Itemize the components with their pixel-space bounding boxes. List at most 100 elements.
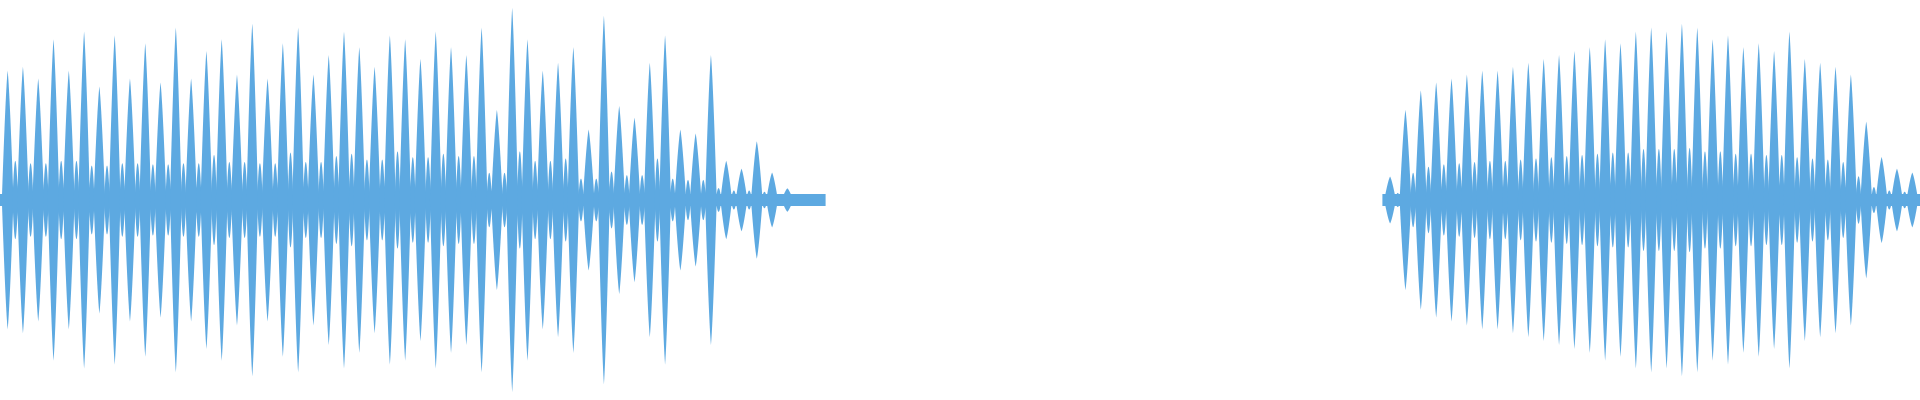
waveform-subpeak: [1702, 151, 1708, 249]
waveform-peak: [154, 82, 167, 318]
waveform-subpeak: [241, 162, 248, 238]
waveform-subpeak: [303, 162, 309, 238]
waveform-subpeak: [410, 157, 416, 243]
waveform-subpeak: [425, 157, 431, 243]
waveform-subpeak: [58, 160, 64, 240]
waveform-peak: [1860, 121, 1873, 279]
waveform-peak: [781, 188, 794, 212]
waveform-subpeak: [639, 175, 645, 225]
waveform-peak: [1399, 109, 1412, 291]
waveform-subpeak: [1394, 192, 1401, 208]
waveform-subpeak: [1563, 156, 1570, 244]
waveform-subpeak: [1748, 153, 1754, 247]
waveform-subpeak: [180, 163, 187, 237]
waveform-peak: [674, 129, 687, 271]
waveform-subpeak: [364, 159, 370, 241]
waveform-subpeak: [348, 153, 355, 247]
waveform-subpeak: [517, 151, 523, 249]
waveform-subpeak: [669, 178, 676, 222]
waveform-subpeak: [1640, 149, 1647, 251]
waveform-subpeak: [104, 165, 110, 235]
waveform-subpeak: [486, 172, 492, 228]
waveform-subpeak: [608, 171, 615, 229]
waveform-subpeak: [196, 163, 202, 237]
waveform-peak: [47, 39, 60, 361]
waveform-peak: [1384, 176, 1396, 224]
waveform-subpeak: [165, 164, 171, 236]
waveform-peak: [613, 105, 626, 295]
waveform-subpeak: [1502, 160, 1509, 240]
waveform-subpeak: [226, 162, 233, 238]
waveform-peak: [1, 70, 14, 330]
waveform-peak: [1614, 43, 1627, 357]
waveform-peak: [445, 47, 457, 353]
waveform-subpeak: [287, 152, 294, 248]
waveform-subpeak: [1671, 149, 1678, 251]
waveform-peak: [552, 62, 564, 338]
waveform-subpeak: [1886, 190, 1893, 210]
waveform-subpeak: [27, 163, 34, 237]
waveform-subpeak: [700, 179, 707, 221]
waveform-peak: [1676, 23, 1688, 377]
waveform-peak: [1814, 62, 1826, 338]
waveform-subpeak: [1425, 166, 1432, 234]
waveform-subpeak: [1441, 164, 1447, 236]
waveform-subpeak: [73, 160, 80, 240]
waveform-subpeak: [1533, 158, 1539, 242]
waveform-peak: [1461, 74, 1473, 326]
waveform-peak: [215, 39, 228, 361]
waveform-subpeak: [1901, 191, 1908, 209]
waveform-peak: [1875, 156, 1888, 244]
waveform-peak: [1783, 31, 1796, 369]
waveform-subpeak: [455, 156, 462, 244]
waveform-peak: [108, 35, 121, 365]
waveform-subpeak: [1717, 151, 1724, 249]
waveform-subpeak: [1517, 159, 1524, 241]
waveform-peak: [414, 58, 427, 342]
waveform-peak: [1414, 90, 1427, 310]
waveform-peak: [322, 54, 335, 346]
waveform-subpeak: [1732, 153, 1739, 247]
waveform-peak: [766, 172, 778, 228]
waveform-peak: [1660, 31, 1673, 369]
waveform-subpeak: [1763, 154, 1770, 246]
waveform-peak: [460, 54, 473, 346]
waveform-subpeak: [761, 191, 768, 209]
waveform-peak: [1845, 74, 1857, 326]
waveform-subpeak: [1809, 158, 1816, 242]
waveform-subpeak: [257, 163, 263, 237]
waveform-peak: [261, 78, 274, 322]
waveform-peak: [735, 168, 748, 232]
waveform-peak: [124, 78, 136, 322]
waveform-subpeak: [440, 153, 447, 247]
waveform-subpeak: [318, 162, 324, 238]
waveform-peak: [1445, 78, 1458, 322]
waveform-subpeak: [394, 151, 401, 249]
waveform-subpeak: [1579, 154, 1585, 246]
waveform-subpeak: [654, 158, 661, 242]
waveform-peak: [567, 47, 580, 353]
waveform-subpeak: [333, 156, 340, 244]
waveform-peak: [1691, 27, 1704, 373]
waveform-subpeak: [562, 158, 569, 242]
waveform-peak: [1491, 70, 1504, 330]
waveform-subpeak: [1794, 157, 1800, 243]
segment-1: [0, 7, 826, 393]
waveform-peak: [475, 27, 488, 373]
waveform-peak: [1568, 51, 1581, 349]
waveform-subpeak: [1656, 149, 1662, 251]
waveform-subpeak: [88, 165, 95, 235]
waveform-subpeak: [547, 160, 554, 240]
waveform-peak: [598, 15, 610, 385]
waveform-peak: [292, 27, 304, 373]
waveform-layer: [0, 7, 1920, 393]
waveform-peak: [491, 109, 503, 291]
waveform-subpeak: [272, 163, 278, 237]
waveform-subpeak: [119, 163, 126, 237]
waveform-peak: [1599, 39, 1611, 361]
waveform-peak: [368, 66, 381, 334]
waveform-subpeak: [379, 159, 385, 241]
waveform-subpeak: [1825, 159, 1831, 241]
waveform-subpeak: [12, 160, 19, 240]
